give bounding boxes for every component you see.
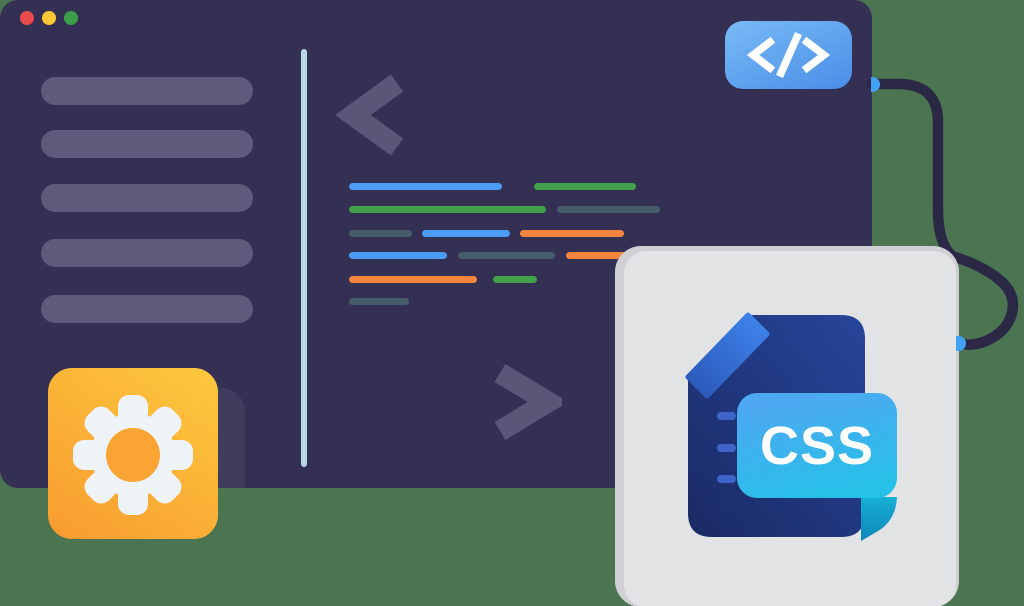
open-angle-bracket-icon: [335, 74, 404, 156]
code-bar-orange: [349, 276, 477, 283]
code-badge: [725, 21, 852, 89]
sidebar-bar: [41, 184, 253, 212]
code-bar-blue: [349, 183, 502, 190]
wire-plug-window: [871, 77, 880, 92]
code-bar-slate: [557, 206, 660, 213]
label-fold: [861, 497, 897, 541]
code-slash-icon: [746, 32, 831, 78]
pane-divider: [301, 49, 307, 467]
sidebar-bar: [41, 130, 253, 158]
close-dot-icon: [20, 11, 34, 25]
code-bar-green: [534, 183, 636, 190]
sidebar-bar: [41, 77, 253, 105]
folded-corner: [685, 312, 770, 399]
code-bar-slate: [349, 298, 409, 305]
settings-card: [48, 368, 218, 539]
code-bar-slate: [349, 230, 412, 237]
code-bar-green: [349, 206, 546, 213]
code-bar-slate: [458, 252, 555, 259]
close-angle-bracket-icon: [494, 364, 562, 440]
code-bar-orange: [566, 252, 645, 259]
css-label: CSS: [759, 415, 875, 476]
code-bar-orange: [520, 230, 624, 237]
wire-plug-card: [956, 336, 966, 351]
gear-icon: [73, 395, 193, 515]
code-bar-blue: [349, 252, 447, 259]
css-label-plate: CSS: [737, 393, 897, 498]
code-bar-blue: [422, 230, 510, 237]
sidebar-bar: [41, 239, 253, 267]
minimize-dot-icon: [42, 11, 56, 25]
document-text-dashes: [717, 412, 736, 483]
sidebar-bar: [41, 295, 253, 323]
code-bar-green: [493, 276, 537, 283]
zoom-dot-icon: [64, 11, 78, 25]
